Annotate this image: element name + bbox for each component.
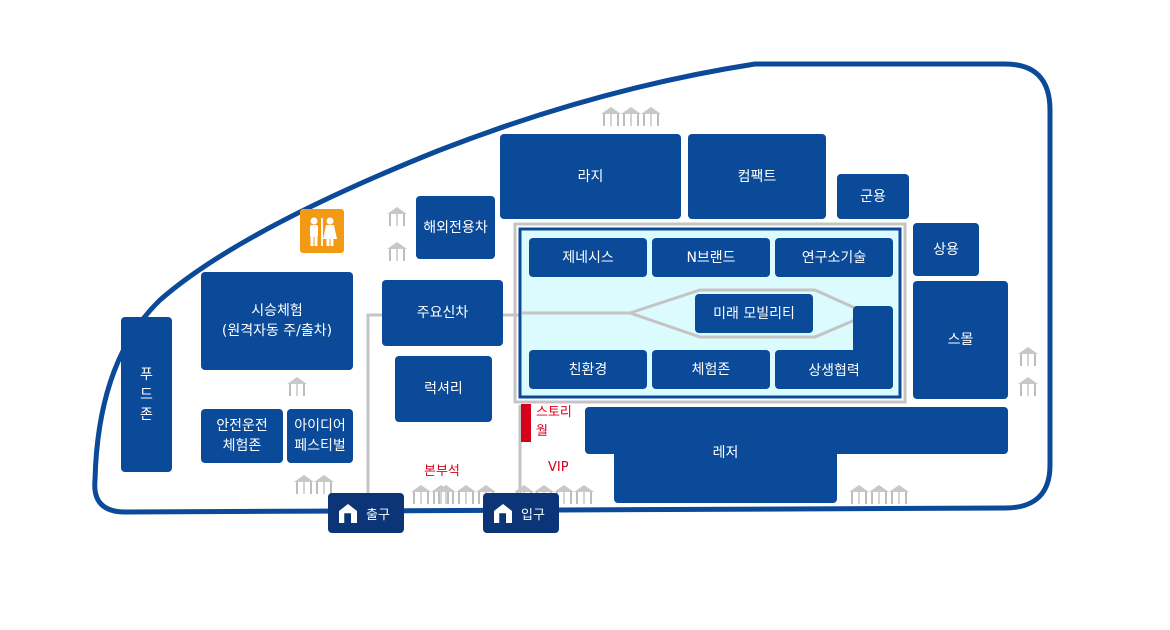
- highlight-walkways: [522, 288, 856, 339]
- gate-icon: [494, 504, 512, 523]
- zone-overseas-dedicated-label: 해외전용차: [423, 219, 488, 236]
- zone-partnership[interactable]: 상생협력: [775, 306, 893, 389]
- tent-icon: [435, 483, 457, 509]
- story-wall-bar: [521, 404, 531, 442]
- zone-luxury-label: 럭셔리: [424, 381, 463, 397]
- zone-food[interactable]: 푸 드 존: [121, 317, 172, 472]
- tent-icon: [600, 105, 622, 131]
- zone-military-label: 군용: [860, 188, 886, 205]
- zone-test-drive-label: 시승체험 (원격자동 주/출차): [221, 303, 333, 339]
- zone-large-label: 라지: [577, 168, 604, 185]
- zone-n-brand[interactable]: N브랜드: [652, 238, 770, 277]
- zone-experience[interactable]: 체험존: [652, 350, 770, 389]
- highlight-hall-frame: [513, 222, 907, 404]
- zone-luxury[interactable]: 럭셔리: [395, 356, 492, 422]
- zone-partnership-label: 상생협력: [775, 350, 893, 389]
- zone-genesis-label: 제네시스: [562, 249, 614, 266]
- vip-label: VIP: [548, 460, 569, 475]
- tent-icon: [1017, 375, 1039, 401]
- zone-tech-label: 연구소기술: [801, 249, 867, 266]
- tent-icon: [573, 483, 595, 509]
- tent-icon: [286, 375, 308, 401]
- zone-new-cars[interactable]: 주요신차: [382, 280, 503, 346]
- main-stand-label: 본부석: [424, 464, 460, 479]
- zone-commercial[interactable]: 상용: [913, 223, 979, 276]
- zone-test-drive[interactable]: 시승체험 (원격자동 주/출차): [201, 272, 353, 370]
- restroom-icon: [300, 209, 344, 253]
- zone-small[interactable]: 스몰: [913, 281, 1008, 399]
- exit-gate-label: 출구: [366, 507, 390, 523]
- tent-icon: [313, 473, 335, 499]
- zone-commercial-label: 상용: [933, 241, 959, 258]
- exit-gate-button[interactable]: 출구: [328, 493, 404, 533]
- zone-leisure-label: 레저: [712, 445, 739, 461]
- tent-icon: [620, 105, 642, 131]
- tent-icon: [1017, 345, 1039, 371]
- zone-safe-driving-label: 안전운전 체험존: [216, 418, 268, 454]
- tent-icon: [410, 483, 432, 509]
- zone-eco[interactable]: 친환경: [529, 350, 647, 389]
- zone-compact-label: 컴팩트: [737, 168, 777, 185]
- tent-icon: [888, 483, 910, 509]
- zone-overseas-dedicated[interactable]: 해외전용차: [416, 196, 495, 259]
- zone-food-label: 푸 드 존: [140, 366, 153, 423]
- tent-icon: [455, 483, 477, 509]
- zone-eco-label: 친환경: [568, 361, 608, 378]
- zone-new-cars-label: 주요신차: [416, 305, 469, 321]
- zone-tech[interactable]: 연구소기술: [775, 238, 893, 277]
- entrance-gate-label: 입구: [521, 507, 545, 523]
- gate-icon: [339, 504, 357, 523]
- zone-large[interactable]: 라지: [500, 134, 681, 219]
- zone-small-label: 스몰: [947, 332, 974, 348]
- zone-compact[interactable]: 컴팩트: [688, 134, 826, 219]
- zone-idea-festival-label: 아이디어 페스티벌: [294, 418, 346, 454]
- tent-icon: [386, 205, 408, 231]
- zone-n-brand-label: N브랜드: [686, 249, 736, 266]
- tent-icon: [848, 483, 870, 509]
- tent-icon: [640, 105, 662, 131]
- tent-icon: [386, 240, 408, 266]
- zone-experience-label: 체험존: [691, 361, 731, 378]
- zone-safe-driving[interactable]: 안전운전 체험존: [201, 409, 283, 463]
- zone-genesis[interactable]: 제네시스: [529, 238, 647, 277]
- story-wall-label: 스토리 월: [536, 405, 572, 439]
- zone-leisure-bottom: [614, 437, 837, 503]
- zone-idea-festival[interactable]: 아이디어 페스티벌: [287, 409, 353, 463]
- zone-leisure[interactable]: 레저: [585, 407, 1008, 503]
- zone-military[interactable]: 군용: [837, 174, 909, 219]
- tent-icon: [293, 473, 315, 499]
- entrance-gate-button[interactable]: 입구: [483, 493, 559, 533]
- tent-icon: [868, 483, 890, 509]
